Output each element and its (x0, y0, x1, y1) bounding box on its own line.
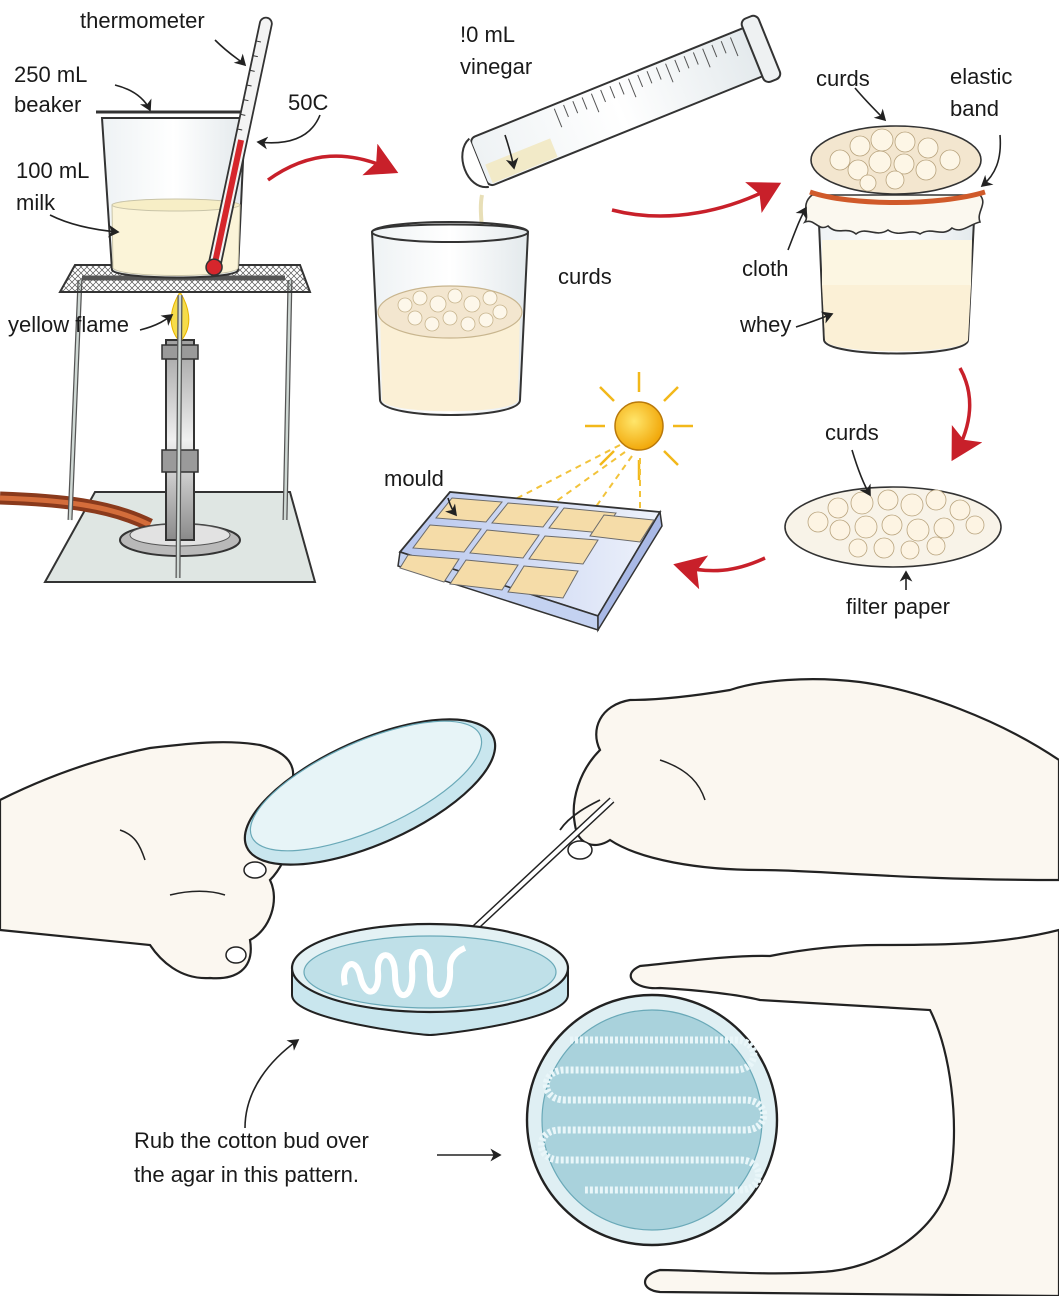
label-curds-beaker: curds (558, 264, 612, 289)
petri-base (290, 922, 570, 1037)
streak-pattern (341, 945, 467, 999)
label-thermometer: thermometer (80, 8, 205, 33)
label-temperature: 50C (288, 90, 329, 115)
milk (111, 204, 241, 276)
mould-tray (397, 491, 663, 633)
label-curds-filter: curds (825, 420, 879, 445)
left-hand (0, 741, 295, 980)
strainer-jar (802, 125, 986, 355)
right-hand-top (559, 678, 1059, 882)
heating-setup (0, 16, 317, 583)
jar-leader-lines (787, 87, 1002, 328)
filter-paper-shape (784, 486, 1002, 568)
arrow-2 (611, 182, 782, 218)
arrow-4 (673, 555, 766, 590)
label-yellow-flame: yellow flame (8, 312, 130, 337)
label-band: band (950, 96, 999, 121)
whey-in-jar (822, 285, 971, 352)
petri-lid (243, 718, 497, 866)
label-filter-paper: filter paper (846, 594, 950, 619)
zigzag-pattern (537, 1036, 768, 1194)
label-vinegar: vinegar (460, 54, 533, 79)
thermometer-shape (205, 16, 273, 276)
label-cloth: cloth (742, 256, 789, 281)
label-milk-volume: 100 mL (16, 158, 90, 183)
label-beaker: beaker (14, 92, 82, 117)
caption-line-2: the agar in this pattern. (134, 1162, 360, 1187)
label-milk: milk (16, 190, 56, 215)
caption-leader-lines (244, 1039, 502, 1162)
right-hand-bottom (629, 928, 1059, 1296)
caption-line-1: Rub the cotton bud over (134, 1128, 369, 1153)
cloth-shape (802, 194, 984, 236)
label-elastic: elastic (950, 64, 1013, 89)
label-beaker-volume: 250 mL (14, 62, 88, 87)
heating-leader-lines (49, 39, 321, 331)
process-arrows (266, 143, 983, 590)
agar-plate-view (525, 993, 779, 1247)
label-vinegar-volume: !0 mL (460, 22, 516, 47)
elastic-band (809, 189, 986, 205)
label-curds-jar: curds (816, 66, 870, 91)
arrow-3 (951, 367, 983, 462)
sun-icon (474, 372, 693, 523)
curd-beaker (370, 221, 530, 416)
label-whey: whey (740, 312, 792, 337)
measuring-cylinder (461, 14, 782, 286)
filter-leader-lines (851, 449, 913, 590)
arrow-1 (266, 143, 399, 182)
label-mould: mould (384, 466, 444, 491)
